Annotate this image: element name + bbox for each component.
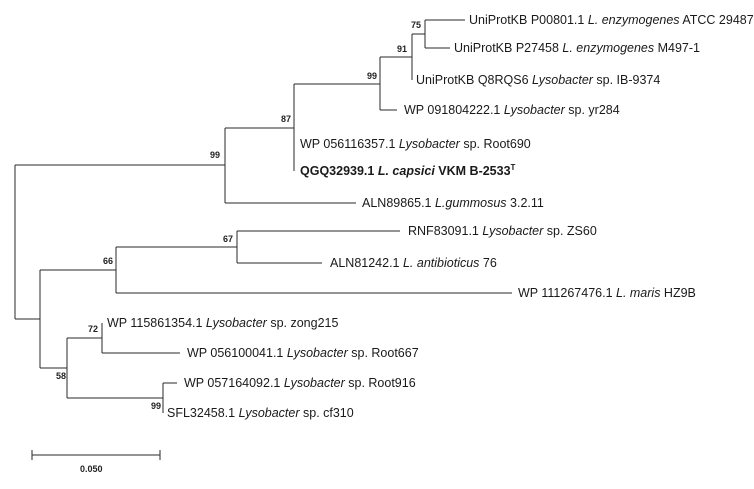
leaf-species: L. maris — [616, 286, 660, 300]
leaf-strain: sp. Root690 — [460, 137, 531, 151]
leaf-strain: sp. IB-9374 — [593, 73, 660, 87]
bootstrap-value: 67 — [223, 234, 233, 244]
bootstrap-value: 58 — [56, 371, 66, 381]
tree-leaf-labels: UniProtKB P00801.1 L. enzymogenes ATCC 2… — [107, 13, 754, 420]
leaf-strain: sp. cf310 — [300, 406, 354, 420]
leaf-species: Lysobacter — [532, 73, 594, 87]
bootstrap-value: 66 — [103, 256, 113, 266]
leaf-species: Lysobacter — [284, 376, 346, 390]
leaf-strain: HZ9B — [660, 286, 695, 300]
leaf-label-SFL32458: SFL32458.1 Lysobacter sp. cf310 — [167, 406, 354, 420]
leaf-accession: UniProtKB Q8RQS6 — [416, 73, 532, 87]
bootstrap-value: 99 — [367, 71, 377, 81]
leaf-species: L. capsici — [378, 164, 435, 178]
leaf-species: Lysobacter — [206, 316, 268, 330]
leaf-strain: ATCC 29487 — [680, 13, 754, 27]
bootstrap-value: 99 — [210, 150, 220, 160]
leaf-accession: WP 056100041.1 — [187, 346, 287, 360]
leaf-species: Lysobacter — [482, 224, 544, 238]
leaf-strain: 76 — [479, 256, 496, 270]
leaf-accession: ALN89865.1 — [362, 196, 435, 210]
leaf-species: L. enzymogenes — [588, 13, 680, 27]
leaf-label-WP056100041: WP 056100041.1 Lysobacter sp. Root667 — [187, 346, 419, 360]
leaf-species: Lysobacter — [504, 103, 566, 117]
leaf-strain: 3.2.11 — [507, 196, 544, 210]
leaf-accession: QGQ32939.1 — [300, 164, 378, 178]
leaf-species: L.gummosus — [435, 196, 507, 210]
leaf-label-RNF83091: RNF83091.1 Lysobacter sp. ZS60 — [408, 224, 597, 238]
bootstrap-value: 91 — [397, 44, 407, 54]
leaf-superscript: T — [511, 163, 516, 172]
leaf-accession: WP 091804222.1 — [404, 103, 504, 117]
leaf-species: L. enzymogenes — [562, 41, 654, 55]
leaf-species: Lysobacter — [287, 346, 349, 360]
bootstrap-value: 72 — [88, 324, 98, 334]
leaf-label-WP057164092: WP 057164092.1 Lysobacter sp. Root916 — [184, 376, 416, 390]
leaf-strain: sp. zong215 — [267, 316, 339, 330]
leaf-label-WP056116357: WP 056116357.1 Lysobacter sp. Root690 — [300, 137, 531, 151]
leaf-label-Q8RQS6: UniProtKB Q8RQS6 Lysobacter sp. IB-9374 — [416, 73, 660, 87]
leaf-accession: WP 111267476.1 — [518, 286, 616, 300]
scale-bar: 0.050 — [31, 450, 161, 474]
leaf-accession: WP 057164092.1 — [184, 376, 284, 390]
leaf-accession: UniProtKB P27458 — [454, 41, 562, 55]
leaf-label-P00801: UniProtKB P00801.1 L. enzymogenes ATCC 2… — [469, 13, 754, 27]
leaf-label-WP115861354: WP 115861354.1 Lysobacter sp. zong215 — [107, 316, 338, 330]
leaf-strain: sp. Root916 — [345, 376, 416, 390]
leaf-species: L. antibioticus — [403, 256, 479, 270]
leaf-label-ALN89865: ALN89865.1 L.gummosus 3.2.11 — [362, 196, 544, 210]
scale-bar-label: 0.050 — [80, 464, 103, 474]
bootstrap-value: 75 — [411, 20, 421, 30]
leaf-label-WP111267476: WP 111267476.1 L. maris HZ9B — [518, 286, 696, 300]
leaf-strain: sp. Root667 — [348, 346, 419, 360]
leaf-species: Lysobacter — [239, 406, 301, 420]
leaf-strain: M497-1 — [654, 41, 700, 55]
leaf-accession: WP 115861354.1 — [107, 316, 206, 330]
bootstrap-value: 99 — [151, 401, 161, 411]
leaf-label-P27458: UniProtKB P27458 L. enzymogenes M497-1 — [454, 41, 700, 55]
tree-branches — [14, 19, 512, 413]
leaf-accession: ALN81242.1 — [330, 256, 403, 270]
leaf-accession: WP 056116357.1 — [300, 137, 399, 151]
leaf-strain: sp. ZS60 — [543, 224, 597, 238]
leaf-species: Lysobacter — [399, 137, 461, 151]
bootstrap-value: 87 — [281, 114, 291, 124]
leaf-accession: SFL32458.1 — [167, 406, 239, 420]
leaf-accession: UniProtKB P00801.1 — [469, 13, 588, 27]
leaf-accession: RNF83091.1 — [408, 224, 482, 238]
leaf-label-WP091804222: WP 091804222.1 Lysobacter sp. yr284 — [404, 103, 620, 117]
leaf-strain: VKM B-2533 — [435, 164, 511, 178]
leaf-label-QGQ32939: QGQ32939.1 L. capsici VKM B-2533T — [300, 163, 516, 178]
tree-bootstrap-values: 75 91 99 87 99 67 66 72 58 99 — [56, 20, 421, 411]
leaf-label-ALN81242: ALN81242.1 L. antibioticus 76 — [330, 256, 497, 270]
leaf-strain: sp. yr284 — [565, 103, 620, 117]
